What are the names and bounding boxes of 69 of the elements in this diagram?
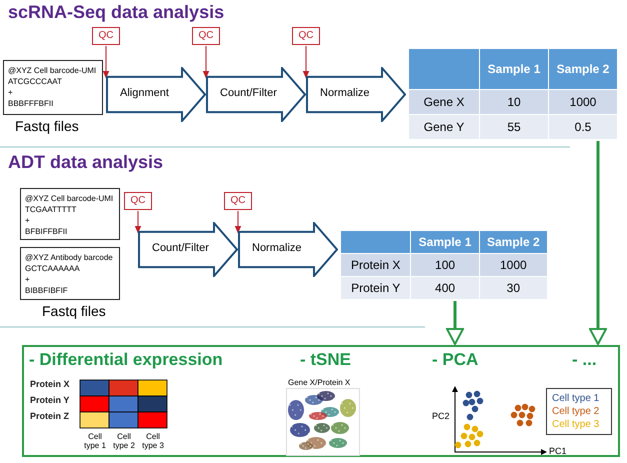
fastq-record-box [3,60,103,115]
sequence-line: @XYZ Cell barcode-UMI [25,193,114,204]
arrow [446,301,464,345]
table-cell: 400 [410,276,480,300]
sequence-line: BFBIFFBFII [25,226,68,237]
sequence-line: + [8,87,14,98]
caption: Fastq files [42,303,106,320]
table-cell: Gene Y [408,114,480,140]
sequence-line: ATCGCCCAAT [8,76,63,87]
arrow [102,46,110,78]
table-header-cell: Sample 1 [410,230,480,254]
step-label: Count/Filter [152,242,209,254]
sequence-line: @XYZ Cell barcode-UMI [8,65,98,76]
qc-box: QC [124,192,152,210]
qc-box: QC [92,27,120,45]
table-header-cell: Sample 2 [479,230,548,254]
arrow [302,46,310,78]
qc-box: QC [224,192,252,210]
step-label: Normalize [320,86,370,98]
table-header-cell: Sample 1 [480,48,549,90]
section-heading: - PCA [432,350,478,370]
row-label: Protein Z [30,411,70,422]
table-header-cell: Sample 2 [548,48,618,90]
step-label: Alignment [120,86,169,98]
legend-label: Cell type 2 [552,405,600,418]
sequence-line: + [25,215,31,226]
step-label: Count/Filter [220,86,277,98]
caption: Fastq files [15,118,79,134]
sequence-line: BBBFFFBFII [8,98,54,109]
fastq-record-box [20,247,120,300]
sequence-line: @XYZ Antibody barcode [25,252,114,263]
step-label: Normalize [252,242,302,254]
arrow [234,210,242,234]
table-cell: 30 [479,276,548,300]
plot-title: Gene X/Protein X [288,378,350,388]
column-label: Cell type 2 [112,432,136,450]
table-cell: 55 [480,114,549,140]
table-cell: Protein X [340,254,411,276]
sequence-line: + [25,274,31,285]
section-heading: - Differential expression [29,350,223,370]
axis-label: PC2 [432,411,450,422]
sequence-line: BIBBFIBFIF [25,285,69,296]
table-cell: 1000 [479,254,548,276]
table-cell: 1000 [548,90,618,114]
arrow [202,46,210,78]
axis-label: PC1 [549,446,567,456]
section-heading: - tSNE [300,350,351,370]
column-label: Cell type 1 [83,432,107,450]
arrow [589,141,607,345]
results-panel [22,345,620,457]
table-cell: 100 [410,254,480,276]
table-cell: Protein Y [340,276,411,300]
row-label: Protein Y [30,395,70,406]
fastq-record-box [20,188,120,240]
row-label: Protein X [30,379,70,390]
legend-label: Cell type 1 [552,392,600,405]
table-cell: 0.5 [548,114,618,140]
arrow [134,210,142,234]
section-title: ADT data analysis [8,152,164,173]
section-title: scRNA-Seq data analysis [8,2,224,23]
sequence-line: TCGAATTTTT [25,204,78,215]
section-heading: - ... [572,350,597,370]
table-cell: Gene X [408,90,480,114]
qc-box: QC [192,27,220,45]
qc-box: QC [292,27,320,45]
column-label: Cell type 3 [141,432,165,450]
sequence-line: GCTCAAAAAA [25,263,81,274]
table-cell: 10 [480,90,549,114]
legend-label: Cell type 3 [552,418,600,431]
